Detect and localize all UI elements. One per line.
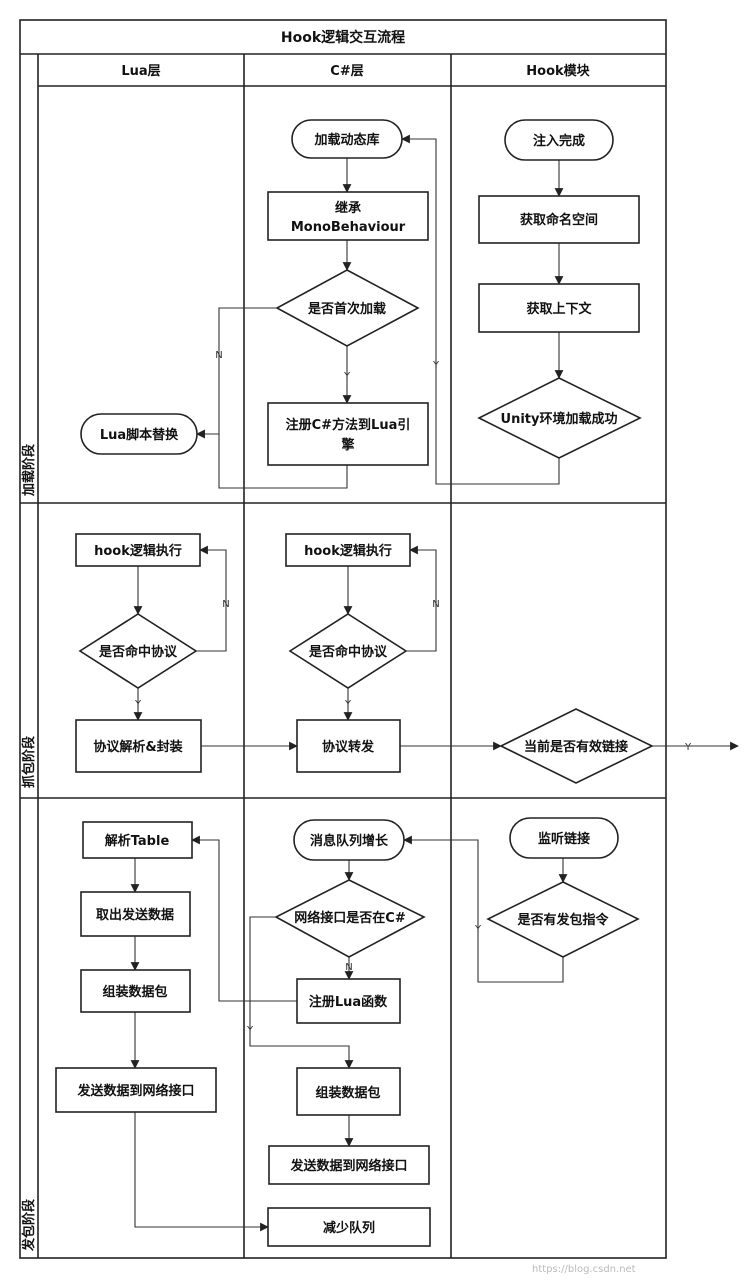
diagram-title: Hook逻辑交互流程 bbox=[281, 29, 405, 46]
column-header-lua: Lua层 bbox=[121, 64, 160, 79]
svg-text:注册C#方法到Lua引: 注册C#方法到Lua引 bbox=[286, 417, 411, 433]
svg-text:网络接口是否在C#: 网络接口是否在C# bbox=[294, 910, 406, 926]
node-cs-hook-exec: hook逻辑执行 bbox=[285, 533, 411, 567]
label-netcs-no: N bbox=[345, 962, 352, 973]
edge-cs-hit-no bbox=[406, 545, 437, 652]
svg-text:发送数据到网络接口: 发送数据到网络接口 bbox=[76, 1083, 194, 1099]
phase-label-load: 加载阶段 bbox=[21, 444, 37, 497]
svg-text:组装数据包: 组装数据包 bbox=[315, 1085, 380, 1101]
svg-text:是否首次加载: 是否首次加载 bbox=[307, 301, 386, 317]
svg-text:协议转发: 协议转发 bbox=[322, 739, 375, 755]
phase-label-capture: 抓包阶段 bbox=[21, 736, 37, 788]
edge-netcs-yes bbox=[249, 916, 354, 1069]
svg-text:Lua脚本替换: Lua脚本替换 bbox=[100, 427, 179, 443]
edges bbox=[130, 134, 739, 1232]
svg-text:获取上下文: 获取上下文 bbox=[526, 301, 592, 317]
svg-text:注入完成: 注入完成 bbox=[533, 133, 585, 149]
node-listen-link: 监听链接 bbox=[509, 817, 619, 859]
node-register-lua-func: 注册Lua函数 bbox=[296, 978, 401, 1024]
label-firstload-no: N bbox=[215, 350, 222, 361]
swimlane-frame bbox=[19, 19, 667, 1259]
node-inject-done: 注入完成 bbox=[504, 119, 614, 161]
edge-lua-hit-no bbox=[196, 545, 227, 652]
edge-registerlua-parse bbox=[191, 835, 297, 1002]
label-firstload-yes: Y bbox=[343, 371, 351, 382]
node-inherit-monobehaviour: 继承 MonoBehaviour bbox=[267, 191, 429, 241]
column-header-hook: Hook模块 bbox=[526, 63, 590, 79]
svg-text:hook逻辑执行: hook逻辑执行 bbox=[304, 543, 392, 559]
node-lua-assemble-packet: 组装数据包 bbox=[80, 969, 191, 1013]
node-net-interface-in-cs: 网络接口是否在C# bbox=[274, 879, 426, 958]
node-cs-forward: 协议转发 bbox=[296, 719, 401, 773]
node-get-namespace: 获取命名空间 bbox=[478, 195, 640, 244]
node-lua-parse-encap: 协议解析&封装 bbox=[75, 719, 202, 773]
svg-text:擎: 擎 bbox=[341, 437, 354, 453]
node-get-context: 获取上下文 bbox=[478, 283, 640, 333]
svg-text:解析Table: 解析Table bbox=[104, 833, 170, 849]
svg-text:减少队列: 减少队列 bbox=[323, 1220, 375, 1236]
node-lua-send-to-net: 发送数据到网络接口 bbox=[55, 1067, 217, 1113]
phase-label-send: 发包阶段 bbox=[21, 1199, 37, 1252]
svg-text:协议解析&封装: 协议解析&封装 bbox=[93, 739, 182, 755]
svg-text:获取命名空间: 获取命名空间 bbox=[520, 212, 598, 228]
node-first-load: 是否首次加载 bbox=[275, 269, 420, 347]
svg-text:加载动态库: 加载动态库 bbox=[313, 132, 379, 148]
svg-text:取出发送数据: 取出发送数据 bbox=[96, 907, 174, 923]
svg-text:发送数据到网络接口: 发送数据到网络接口 bbox=[289, 1158, 407, 1174]
node-queue-grow: 消息队列增长 bbox=[293, 819, 405, 861]
svg-text:是否命中协议: 是否命中协议 bbox=[98, 644, 178, 660]
svg-text:消息队列增长: 消息队列增长 bbox=[310, 833, 389, 849]
watermark: https://blog.csdn.net bbox=[532, 1264, 636, 1275]
node-cs-assemble-packet: 组装数据包 bbox=[296, 1067, 401, 1116]
svg-text:是否命中协议: 是否命中协议 bbox=[308, 644, 388, 660]
edge-luasend-reduce bbox=[134, 1112, 269, 1232]
column-header-cs: C#层 bbox=[330, 64, 363, 79]
svg-text:MonoBehaviour: MonoBehaviour bbox=[291, 220, 406, 235]
node-lua-script-replace: Lua脚本替换 bbox=[80, 413, 198, 455]
node-queue-reduce: 减少队列 bbox=[267, 1207, 431, 1247]
node-take-send-data: 取出发送数据 bbox=[80, 891, 191, 937]
svg-text:监听链接: 监听链接 bbox=[538, 831, 590, 847]
edge-hascmd-yes bbox=[403, 835, 564, 983]
label-hascmd-yes: Y bbox=[474, 924, 482, 935]
svg-text:组装数据包: 组装数据包 bbox=[102, 984, 167, 1000]
node-register-cs-method: 注册C#方法到Lua引 擎 bbox=[267, 402, 429, 466]
label-cs-hit-yes: Y bbox=[344, 699, 352, 710]
node-has-send-cmd: 是否有发包指令 bbox=[486, 881, 640, 958]
label-lua-hit-no: N bbox=[222, 599, 229, 610]
label-cs-hit-no: N bbox=[432, 599, 439, 610]
node-lua-hit-protocol: 是否命中协议 bbox=[78, 613, 198, 689]
label-validlink-yes: Y bbox=[684, 742, 692, 753]
edge-register-lua bbox=[196, 429, 348, 489]
node-lua-hook-exec: hook逻辑执行 bbox=[75, 533, 201, 567]
svg-text:注册Lua函数: 注册Lua函数 bbox=[309, 994, 388, 1010]
svg-text:继承: 继承 bbox=[335, 200, 361, 216]
edge-unity-yes-loadlib bbox=[401, 134, 560, 485]
node-cs-send-to-net: 发送数据到网络接口 bbox=[268, 1145, 430, 1185]
node-cs-hit-protocol: 是否命中协议 bbox=[288, 613, 408, 689]
node-parse-table: 解析Table bbox=[82, 821, 193, 859]
svg-text:hook逻辑执行: hook逻辑执行 bbox=[94, 543, 182, 559]
label-unity-yes: Y bbox=[432, 360, 440, 371]
node-unity-ready: Unity环境加载成功 bbox=[477, 377, 642, 459]
node-valid-link: 当前是否有效链接 bbox=[499, 708, 654, 784]
svg-text:Unity环境加载成功: Unity环境加载成功 bbox=[501, 411, 618, 427]
label-lua-hit-yes: Y bbox=[134, 699, 142, 710]
svg-text:当前是否有效链接: 当前是否有效链接 bbox=[524, 739, 628, 755]
node-load-lib: 加载动态库 bbox=[291, 119, 403, 159]
edge-firstload-no bbox=[196, 307, 277, 439]
svg-text:是否有发包指令: 是否有发包指令 bbox=[516, 912, 609, 928]
label-netcs-yes: Y bbox=[246, 1025, 254, 1036]
